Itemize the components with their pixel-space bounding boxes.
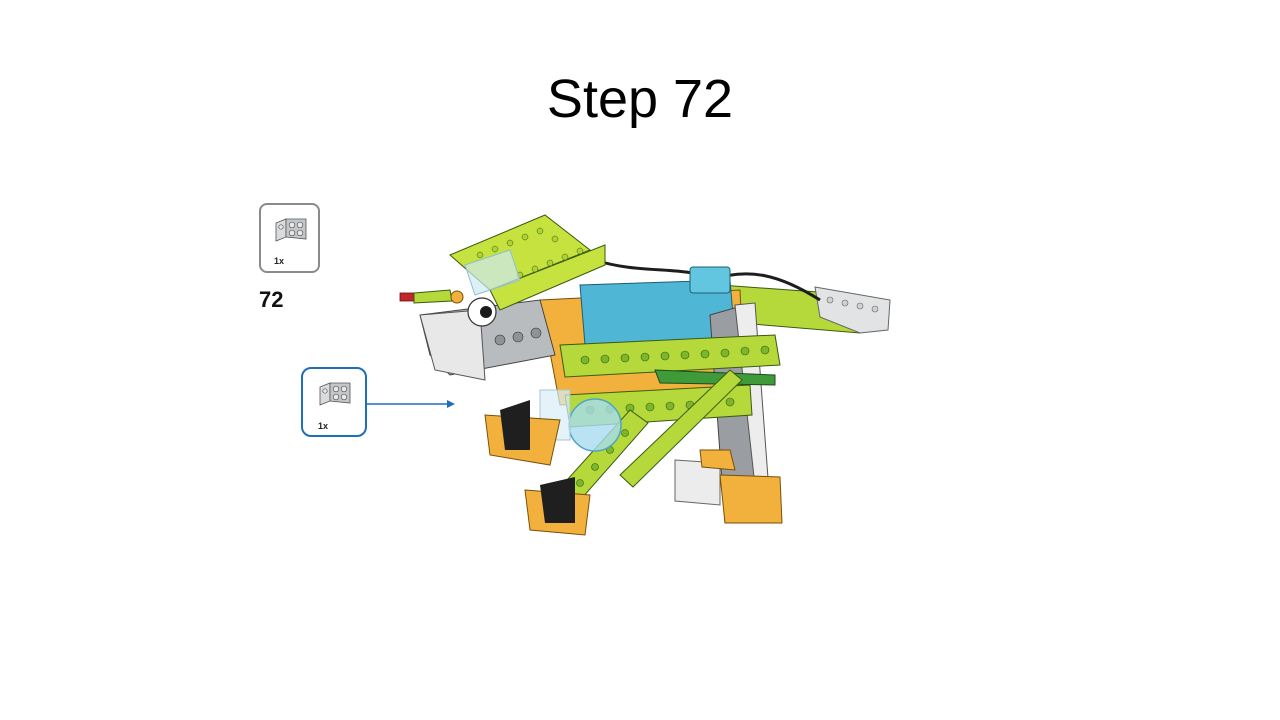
page-title: Step 72 xyxy=(546,69,734,129)
arrow-right-icon xyxy=(367,400,455,408)
parts-list-box: 1x xyxy=(259,203,320,273)
callout-box: 1x xyxy=(301,367,367,437)
callout-quantity: 1x xyxy=(318,421,329,431)
step-number: 72 xyxy=(259,287,284,312)
parts-quantity: 1x xyxy=(274,256,285,266)
robot-dinosaur-model-icon xyxy=(399,214,891,536)
bracket-piece-icon xyxy=(319,382,351,406)
bracket-piece-icon xyxy=(275,218,307,242)
